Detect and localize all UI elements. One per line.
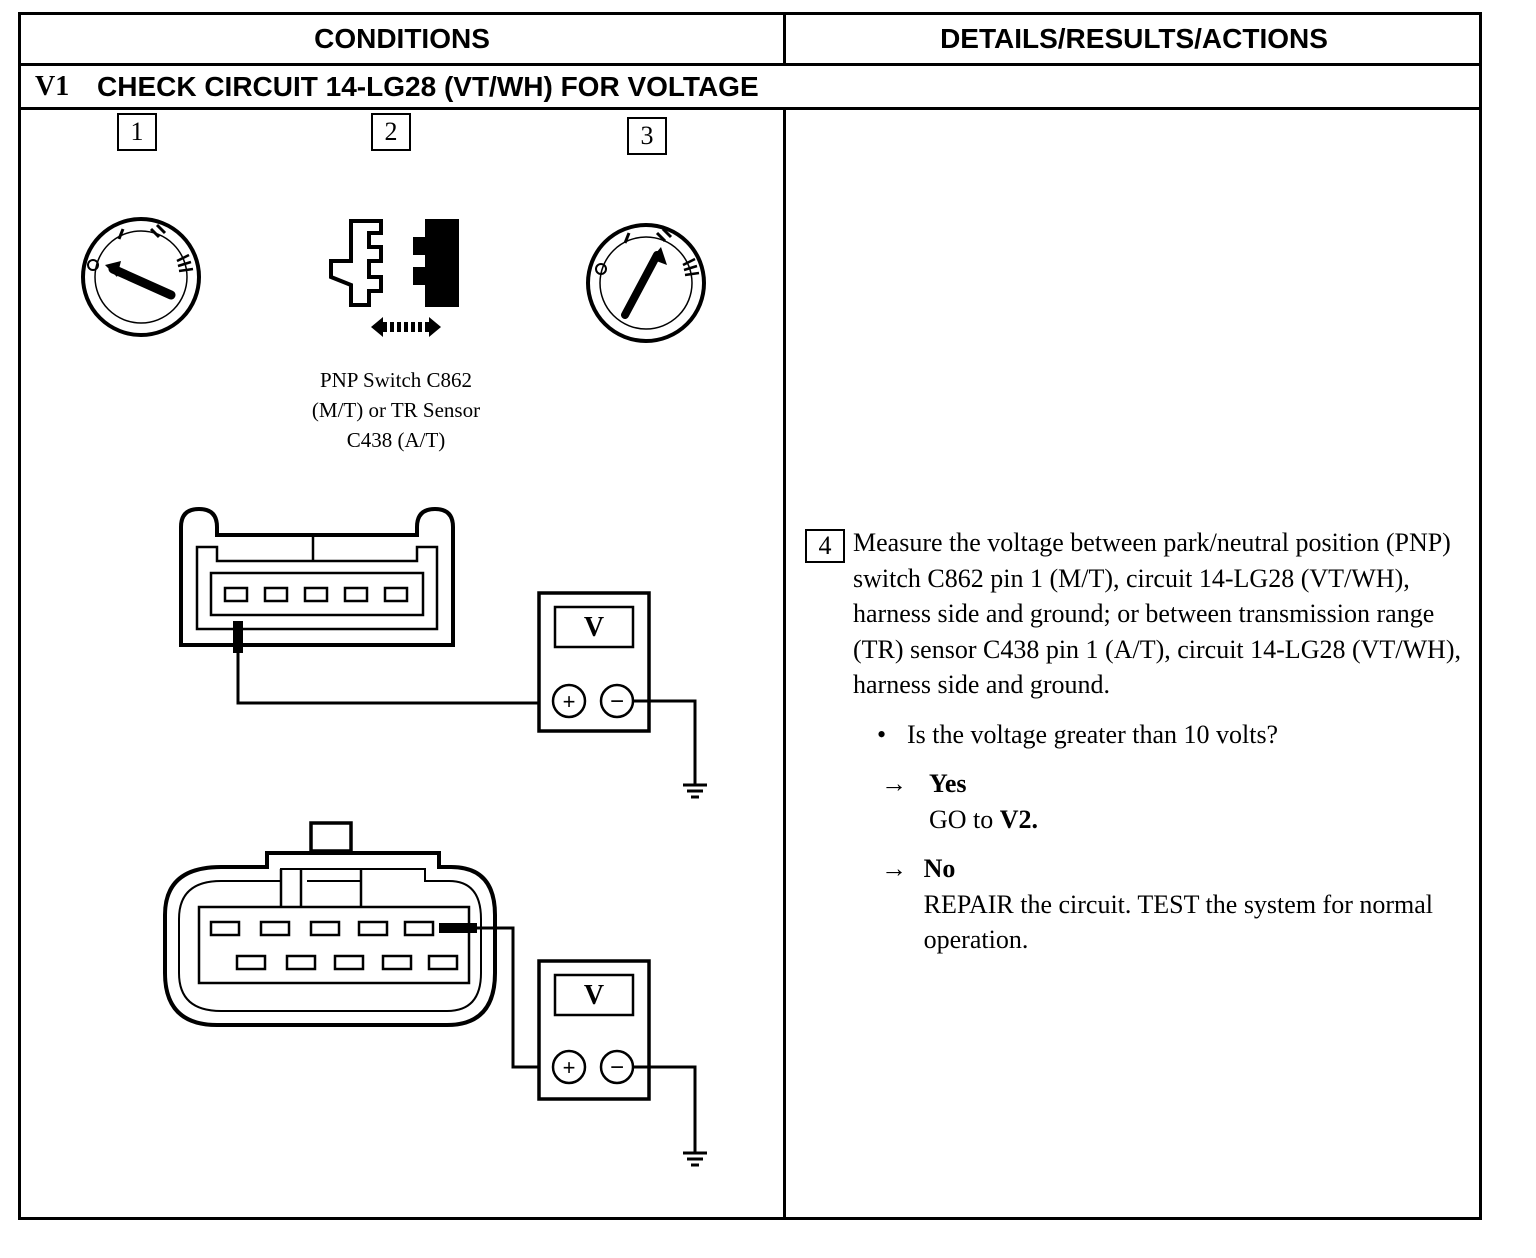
ignition-switch-off-icon [81, 217, 201, 337]
voltmeter-2-label: V [584, 980, 604, 1011]
step-number-1: 1 [117, 113, 157, 151]
step-number-3: 3 [627, 117, 667, 155]
choice-no: → No REPAIR the circuit. TEST the system… [881, 851, 1475, 958]
conditions-header: CONDITIONS [314, 23, 490, 54]
voltmeter-2-icon: V + − [537, 959, 707, 1167]
connector-caption: PNP Switch C862 (M/T) or TR Sensor C438 … [271, 365, 521, 455]
column-divider [783, 15, 786, 1217]
step-rule [21, 107, 1479, 110]
measure-instruction: Measure the voltage between park/neutral… [853, 528, 1461, 699]
voltmeter-1-label: V [584, 612, 604, 643]
conditions-diagram: V + − [81, 217, 707, 1167]
yes-target-step: V2. [999, 804, 1039, 834]
step-number-4: 4 [805, 529, 845, 563]
ignition-switch-run-icon [586, 223, 706, 343]
action-block: 4 Measure the voltage between park/neutr… [805, 525, 1475, 958]
step-number-2: 2 [371, 113, 411, 151]
yes-label: Yes [929, 769, 967, 798]
caption-line-3: C438 (A/T) [346, 428, 446, 452]
connector-c438-icon [163, 821, 539, 1069]
details-header: DETAILS/RESULTS/ACTIONS [940, 23, 1328, 54]
arrow-right-icon: → [881, 769, 907, 798]
yes-text: GO to V2. [929, 804, 1039, 834]
step-id: V1 [35, 70, 70, 102]
caption-line-2: (M/T) or TR Sensor [311, 398, 481, 422]
caption-line-1: PNP Switch C862 [319, 368, 473, 392]
step-title: CHECK CIRCUIT 14-LG28 (VT/WH) FOR VOLTAG… [97, 70, 759, 102]
question-text: Is the voltage greater than 10 volts? [907, 719, 1279, 749]
voltmeter-2-minus: − [610, 1054, 624, 1081]
voltmeter-1-minus: − [610, 688, 624, 715]
header-rule [21, 63, 1479, 66]
voltmeter-1-icon: V + − [537, 591, 707, 799]
question-item: • Is the voltage greater than 10 volts? [877, 717, 1475, 753]
voltmeter-1-plus: + [563, 689, 576, 714]
bullet-icon: • [877, 719, 887, 749]
arrow-right-icon: → [881, 854, 907, 883]
diagnostic-sheet: CONDITIONS DETAILS/RESULTS/ACTIONS V1 CH… [18, 12, 1482, 1220]
no-text: REPAIR the circuit. TEST the system for … [923, 889, 1434, 955]
choice-yes: → Yes GO to V2. [881, 766, 1475, 837]
step-title-row: V1 CHECK CIRCUIT 14-LG28 (VT/WH) FOR VOL… [21, 66, 1479, 107]
no-label: No [923, 854, 956, 883]
connector-c862-icon [179, 506, 539, 705]
voltmeter-2-plus: + [563, 1055, 576, 1080]
connector-disconnect-icon [329, 219, 459, 337]
